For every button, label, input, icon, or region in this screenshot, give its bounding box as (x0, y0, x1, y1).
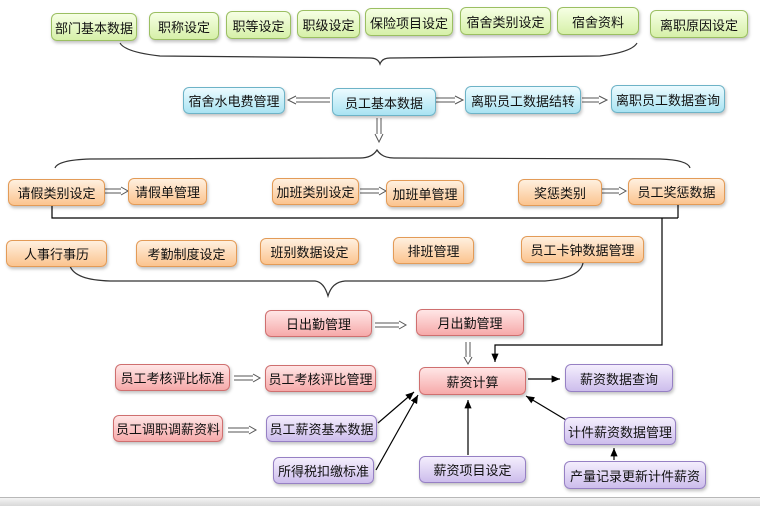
node-clock-data[interactable]: 员工卡钟数据管理 (521, 236, 644, 263)
node-salary-query[interactable]: 薪资数据查询 (565, 364, 673, 392)
node-resigned-query[interactable]: 离职员工数据查询 (611, 85, 725, 113)
arrow-tax-to-calc (375, 394, 419, 471)
brace-scheduling (69, 262, 584, 299)
node-salary-calc[interactable]: 薪资计算 (419, 367, 526, 395)
arrow-transfer-salary (228, 425, 258, 435)
arrow-transfer-to-query (582, 95, 609, 105)
node-salary-items[interactable]: 薪资项目设定 (419, 456, 526, 483)
arrow-basic-salary-to-calc (377, 391, 415, 424)
arrow-basic-down (374, 118, 384, 144)
brace-base-settings (119, 42, 638, 66)
node-employee-reward[interactable]: 员工奖惩数据 (628, 178, 725, 205)
node-eval-management[interactable]: 员工考核评比管理 (265, 365, 376, 392)
node-monthly-attendance[interactable]: 月出勤管理 (416, 309, 524, 336)
node-transfer-salary-info[interactable]: 员工调职调薪资料 (113, 415, 223, 442)
node-tax-standard[interactable]: 所得税扣缴标准 (273, 457, 374, 484)
node-piece-salary[interactable]: 计件薪资数据管理 (564, 417, 676, 445)
arrow-basic-to-dorm (286, 95, 330, 105)
node-dept-basic[interactable]: 部门基本数据 (51, 13, 137, 41)
node-shift-setting[interactable]: 班别数据设定 (260, 238, 359, 265)
node-daily-attendance[interactable]: 日出勤管理 (265, 310, 372, 337)
node-resigned-transfer[interactable]: 离职员工数据结转 (465, 86, 581, 114)
arrow-eval (234, 373, 262, 383)
node-salary-basic[interactable]: 员工薪资基本数据 (266, 415, 377, 442)
node-overtime-form[interactable]: 加班单管理 (386, 180, 464, 207)
arrow-piece-to-calc (525, 395, 567, 421)
node-eval-standard[interactable]: 员工考核评比标准 (115, 364, 230, 391)
node-overtime-type-setting[interactable]: 加班类别设定 (272, 178, 359, 205)
node-dorm-info[interactable]: 宿舍资料 (557, 7, 639, 35)
node-level-setting[interactable]: 职级设定 (297, 10, 360, 38)
node-resign-reason-setting[interactable]: 离职原因设定 (650, 10, 748, 38)
node-employee-basic[interactable]: 员工基本数据 (332, 88, 436, 116)
node-dorm-type-setting[interactable]: 宿舍类别设定 (460, 7, 551, 35)
node-scheduling[interactable]: 排班管理 (393, 237, 474, 264)
cropped-bottom-toolbar (0, 497, 760, 506)
node-insurance-setting[interactable]: 保险项目设定 (365, 8, 453, 36)
arrow-basic-to-transfer (436, 95, 465, 105)
node-output-update-piece[interactable]: 产量记录更新计件薪资 (564, 461, 706, 489)
arrow-daily-monthly (375, 320, 408, 330)
node-leave-type-setting[interactable]: 请假类别设定 (8, 179, 105, 206)
node-attendance-policy[interactable]: 考勤制度设定 (136, 240, 237, 267)
arrow-leave (105, 186, 130, 196)
node-leave-form[interactable]: 请假单管理 (128, 178, 207, 205)
line-attendance-to-salary (51, 205, 679, 362)
arrow-monthly-salary (463, 342, 473, 366)
node-hr-calendar[interactable]: 人事行事历 (6, 240, 107, 267)
arrow-overtime (360, 186, 388, 196)
arrow-reward (602, 186, 628, 196)
node-grade-setting[interactable]: 职等设定 (226, 11, 291, 39)
node-reward-type[interactable]: 奖惩类别 (518, 179, 602, 206)
node-title-setting[interactable]: 职称设定 (149, 12, 219, 40)
brace-attendance (54, 148, 691, 169)
node-dorm-utility[interactable]: 宿舍水电费管理 (183, 87, 285, 114)
